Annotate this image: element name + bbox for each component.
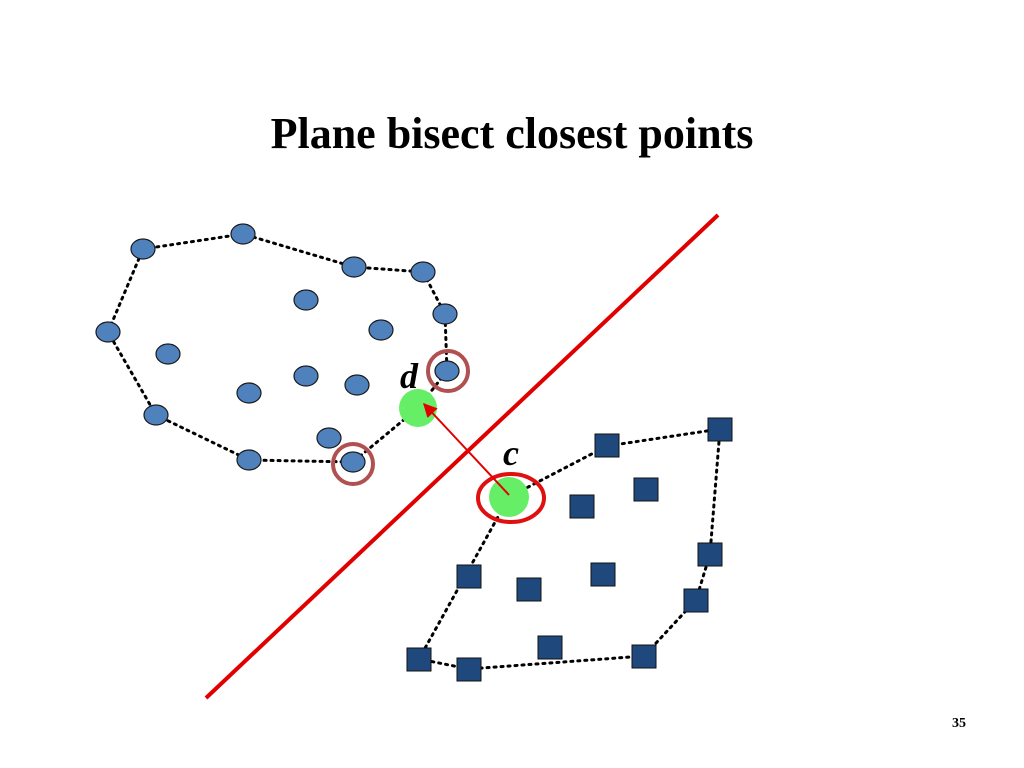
circle-point bbox=[340, 451, 366, 473]
label-c: c bbox=[503, 433, 519, 473]
circle-point bbox=[410, 261, 436, 283]
square-point bbox=[406, 647, 432, 672]
highlight-ring-c bbox=[476, 472, 546, 524]
circle-point bbox=[341, 256, 367, 278]
square-point bbox=[590, 562, 616, 587]
circle-point bbox=[130, 238, 156, 260]
circle-point bbox=[95, 321, 121, 343]
label-d: d bbox=[400, 356, 419, 396]
circle-point bbox=[344, 374, 370, 396]
highlight-ring-left-bottom bbox=[331, 442, 375, 486]
square-point bbox=[537, 635, 563, 660]
circle-point bbox=[236, 382, 262, 404]
square-cluster-hull bbox=[416, 427, 722, 671]
square-point bbox=[569, 494, 595, 519]
square-point bbox=[633, 477, 659, 502]
square-point bbox=[683, 588, 709, 613]
square-point bbox=[631, 644, 657, 669]
circle-point bbox=[236, 449, 262, 471]
highlight-ring-left-top bbox=[426, 349, 470, 393]
circle-cluster bbox=[95, 223, 460, 473]
circle-point bbox=[230, 223, 256, 245]
point-c bbox=[489, 477, 529, 517]
circle-cluster-hull bbox=[106, 232, 449, 464]
circle-point bbox=[155, 343, 181, 365]
bisecting-plane-line bbox=[204, 213, 720, 700]
square-cluster bbox=[406, 417, 733, 682]
square-point bbox=[594, 433, 620, 458]
square-point bbox=[456, 657, 482, 682]
circle-point bbox=[293, 365, 319, 387]
page-number: 35 bbox=[952, 716, 966, 731]
circle-point bbox=[143, 404, 169, 426]
slide-title: Plane bisect closest points bbox=[270, 109, 754, 158]
circle-point bbox=[434, 360, 460, 382]
square-point bbox=[697, 542, 723, 567]
circle-point bbox=[368, 319, 394, 341]
square-point bbox=[456, 564, 482, 589]
arrow-c-to-d bbox=[423, 402, 510, 496]
circle-point bbox=[316, 427, 342, 449]
circle-point bbox=[293, 289, 319, 311]
square-point bbox=[516, 577, 542, 602]
square-point bbox=[707, 417, 733, 442]
circle-point bbox=[432, 303, 458, 325]
